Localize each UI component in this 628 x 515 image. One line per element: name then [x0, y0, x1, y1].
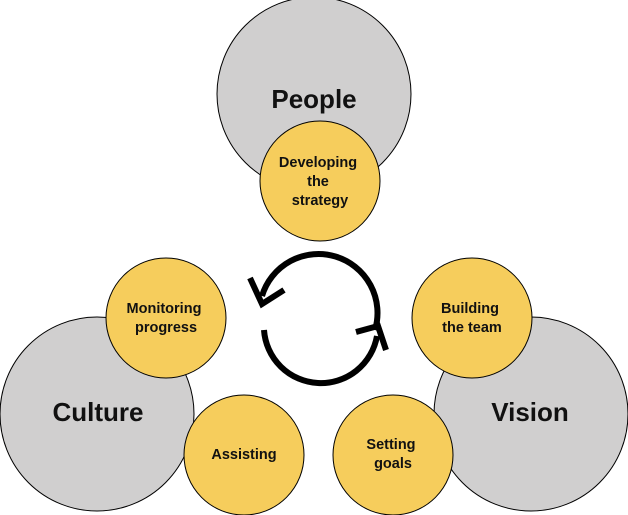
step-label-line: the	[307, 174, 329, 190]
refresh-cycle-icon	[247, 251, 389, 387]
step-label-line: goals	[374, 456, 412, 472]
cycle-arrow-upper-head	[247, 276, 286, 309]
cycle-arrow-lower-head	[355, 322, 389, 351]
step-monitoring-progress-circle	[105, 257, 227, 379]
step-building-team-circle	[411, 257, 533, 379]
step-label-line: Setting	[366, 437, 415, 453]
step-label-line: Developing	[279, 155, 357, 171]
step-label-setting-goals: Setting goals	[366, 437, 419, 472]
hub-label-people: People	[271, 84, 356, 114]
step-label-building-team: Building the team	[441, 301, 503, 336]
hub-label-vision: Vision	[491, 397, 569, 427]
step-label-line: Monitoring	[127, 301, 202, 317]
step-label-line: Building	[441, 301, 499, 317]
step-label-monitoring-progress: Monitoring progress	[127, 301, 206, 336]
step-assisting-circle	[183, 394, 305, 515]
cycle-arrow-upper-arc	[259, 251, 381, 331]
step-label-line: strategy	[292, 193, 348, 209]
step-label-line: Assisting	[211, 447, 276, 463]
step-developing-strategy-circle	[259, 120, 381, 242]
step-label-developing-strategy: Developing the strategy	[279, 155, 361, 209]
step-setting-goals-circle	[332, 394, 454, 515]
step-label-line: progress	[135, 320, 197, 336]
cycle-arrow-lower-arc	[261, 329, 380, 387]
step-label-assisting: Assisting	[211, 447, 276, 463]
hub-label-culture: Culture	[53, 397, 144, 427]
step-label-line: the team	[442, 320, 502, 336]
